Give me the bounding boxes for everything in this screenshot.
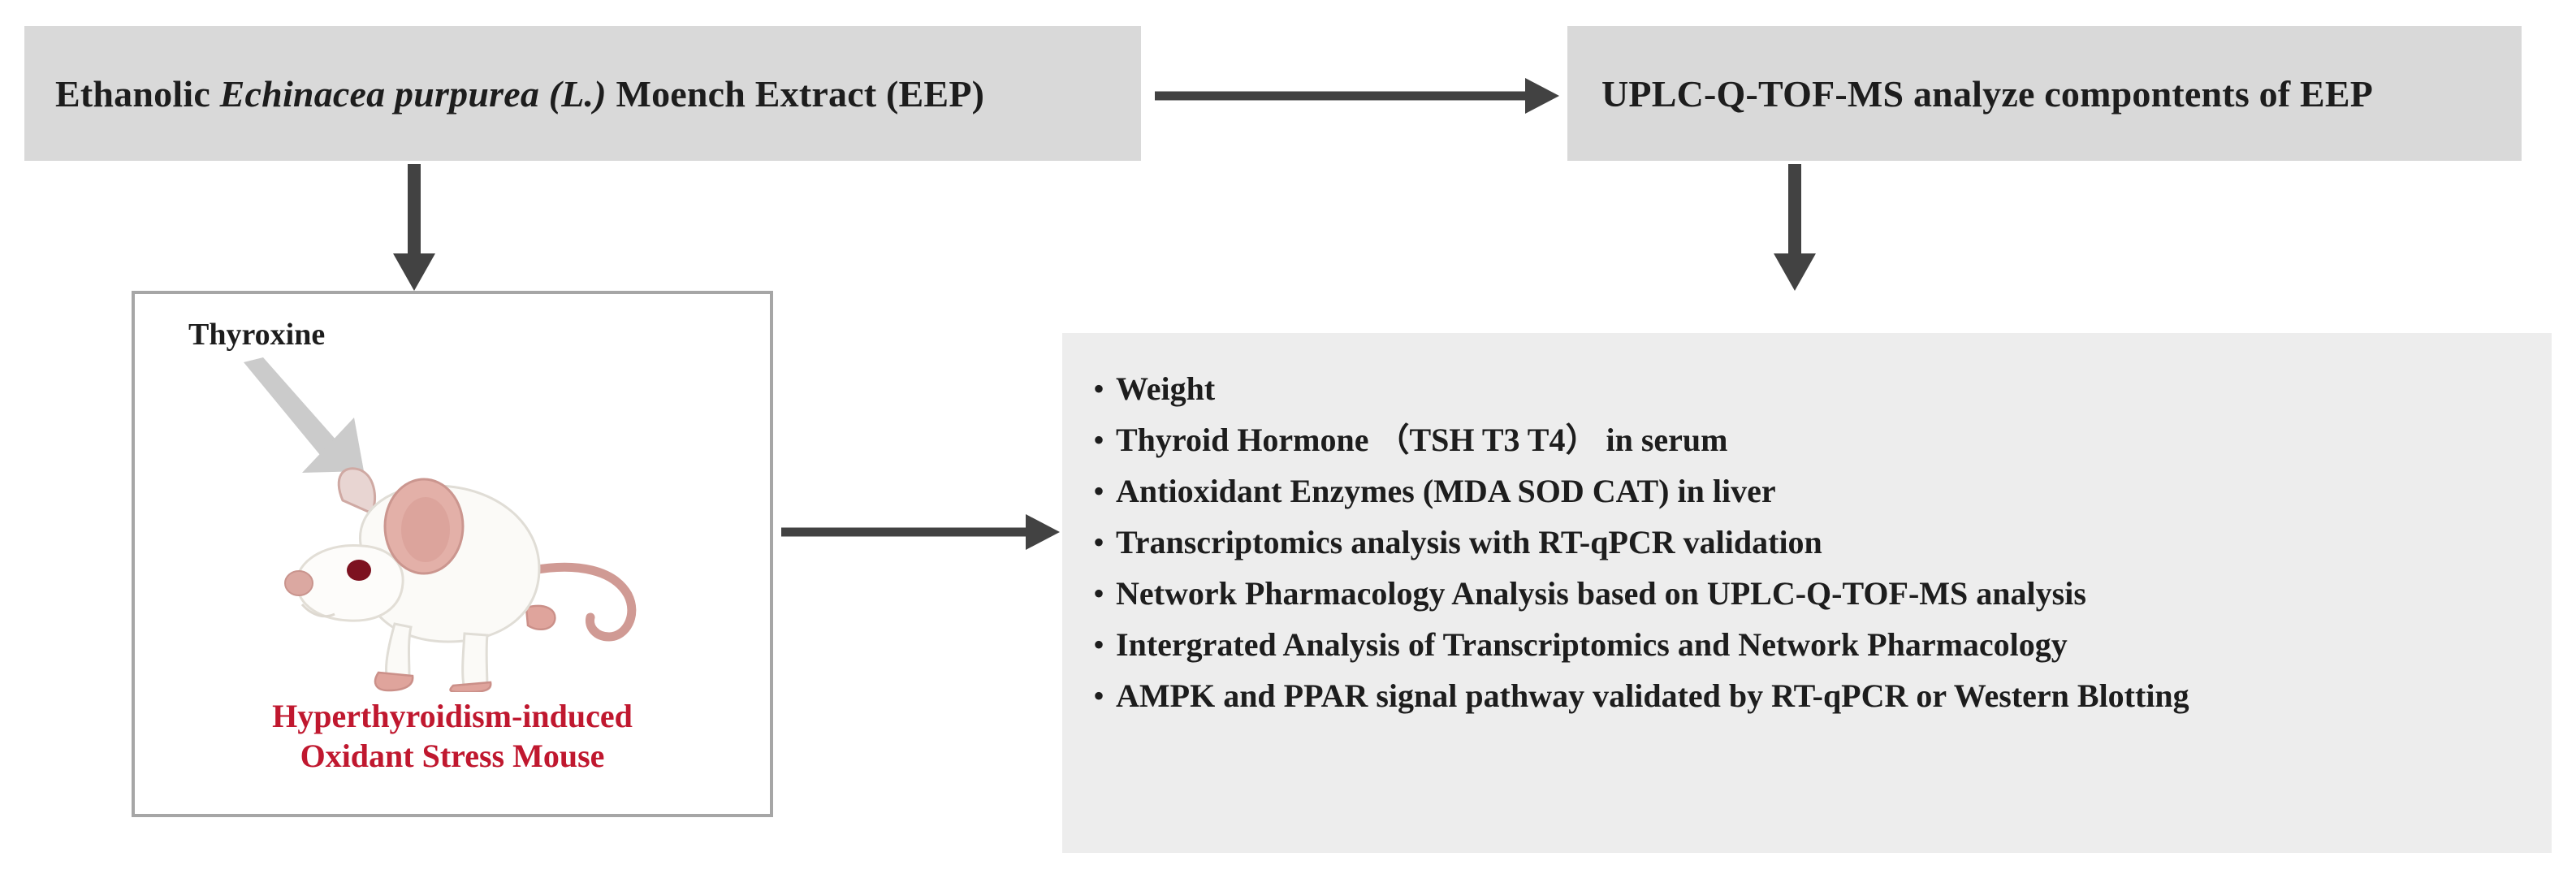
bullet-label: Intergrated Analysis of Transcriptomics … <box>1116 626 2068 663</box>
arrow-uplc-down-icon <box>1774 164 1816 291</box>
box-uplc-label: UPLC-Q-TOF-MS analyze compontents of EEP <box>1601 72 2374 115</box>
list-item: • Intergrated Analysis of Transcriptomic… <box>1093 628 2552 662</box>
bullet-label: Weight <box>1116 370 1216 407</box>
thyroxine-label: Thyroxine <box>188 318 326 352</box>
box-extract-species: Echinacea purpurea (L.) <box>219 72 607 115</box>
thyroxine-arrow-icon <box>244 357 364 473</box>
bullet-label: Antioxidant Enzymes (MDA SOD CAT) in liv… <box>1116 473 1776 509</box>
bullet-marker-icon: • <box>1093 422 1105 458</box>
arrow-extract-to-uplc-icon <box>1155 78 1559 114</box>
bullet-marker-icon: • <box>1093 626 1105 663</box>
list-item: • AMPK and PPAR signal pathway validated… <box>1093 679 2552 713</box>
list-item: • Thyroid Hormone （TSH T3 T4） in serum <box>1093 423 2552 457</box>
bullet-marker-icon: • <box>1093 677 1105 714</box>
mouse-caption: Hyperthyroidism-induced Oxidant Stress M… <box>135 697 770 777</box>
bullet-marker-icon: • <box>1093 370 1105 407</box>
mouse-caption-line-1: Hyperthyroidism-induced <box>272 698 633 734</box>
bullet-marker-icon: • <box>1093 473 1105 509</box>
bullet-marker-icon: • <box>1093 524 1105 560</box>
arrow-extract-down-icon <box>393 164 435 291</box>
bullet-label: AMPK and PPAR signal pathway validated b… <box>1116 677 2189 714</box>
bullet-label: Transcriptomics analysis with RT-qPCR va… <box>1116 524 1822 560</box>
box-extract-prefix: Ethanolic <box>55 72 220 115</box>
list-item: • Network Pharmacology Analysis based on… <box>1093 577 2552 611</box>
readouts-panel: • Weight • Thyroid Hormone （TSH T3 T4） i… <box>1062 333 2552 853</box>
list-item: • Antioxidant Enzymes (MDA SOD CAT) in l… <box>1093 474 2552 508</box>
mouse-caption-line-2: Oxidant Stress Mouse <box>300 737 605 774</box>
box-extract-label: Ethanolic Echinacea purpurea (L.) Moench… <box>55 72 984 115</box>
box-extract-suffix: Moench Extract (EEP) <box>606 72 985 115</box>
box-ethanolic-extract: Ethanolic Echinacea purpurea (L.) Moench… <box>24 26 1141 161</box>
mouse-illustration <box>284 467 637 692</box>
bullet-label: Thyroid Hormone （TSH T3 T4） in serum <box>1116 422 1728 458</box>
list-item: • Transcriptomics analysis with RT-qPCR … <box>1093 526 2552 560</box>
list-item: • Weight <box>1093 372 2552 406</box>
mouse-model-panel: Thyroxine <box>132 291 773 817</box>
bullet-marker-icon: • <box>1093 575 1105 612</box>
arrow-mouse-to-bullets-icon <box>781 514 1060 550</box>
box-uplc-analysis: UPLC-Q-TOF-MS analyze compontents of EEP <box>1567 26 2522 161</box>
bullet-label: Network Pharmacology Analysis based on U… <box>1116 575 2086 612</box>
